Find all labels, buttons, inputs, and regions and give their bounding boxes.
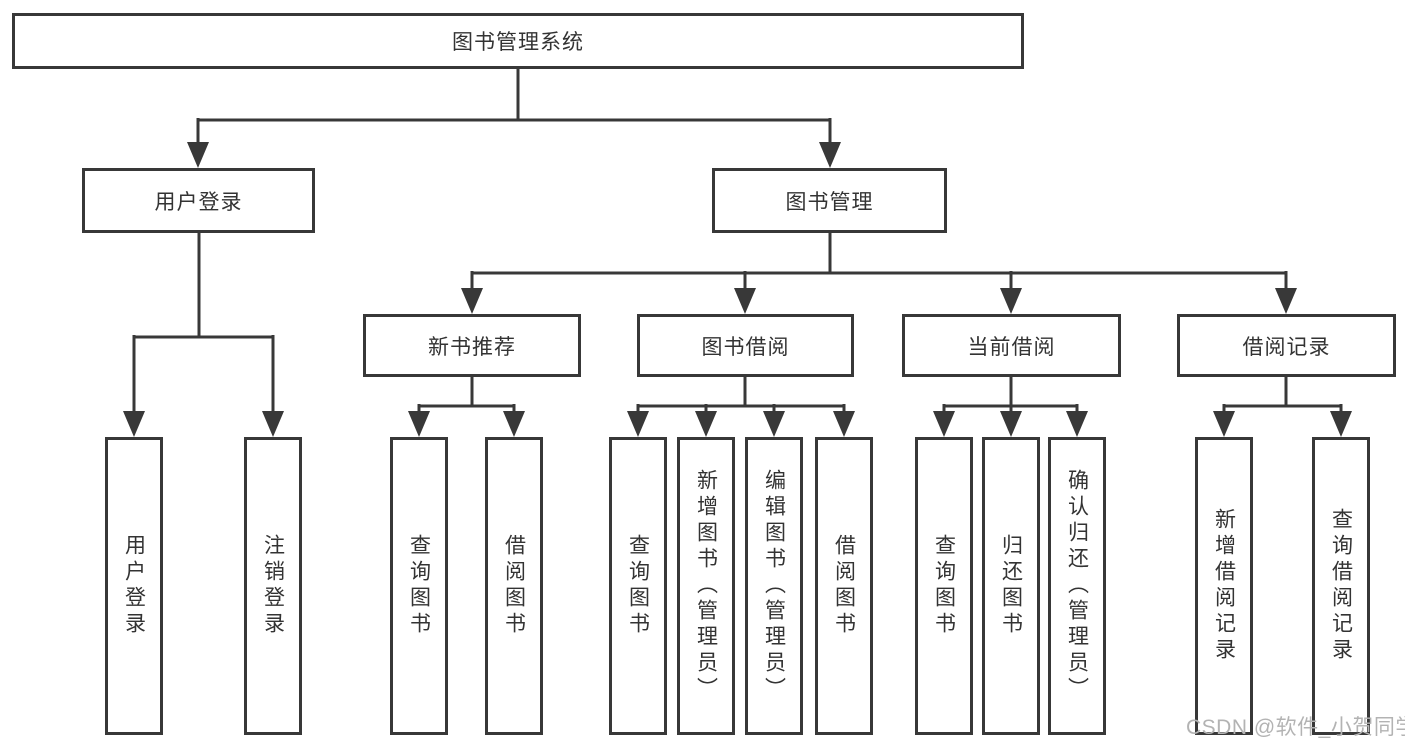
recommend-connector-arrowheads bbox=[408, 411, 525, 437]
root-connector-line bbox=[196, 69, 832, 146]
leaf-borrow-query-book: 查询图书 bbox=[609, 437, 667, 735]
node-current-borrow: 当前借阅 bbox=[902, 314, 1121, 377]
leaf-borrow-book: 借阅图书 bbox=[815, 437, 873, 735]
root-connector-arrowheads bbox=[187, 142, 841, 168]
leaf-current-query-book-label: 查询图书 bbox=[932, 534, 956, 638]
leaf-user-login: 用户登录 bbox=[105, 437, 163, 735]
leaf-current-query-book: 查询图书 bbox=[915, 437, 973, 735]
leaf-borrow-book-label: 借阅图书 bbox=[832, 534, 856, 638]
leaf-edit-book-admin: 编辑图书（管理员） bbox=[745, 437, 803, 735]
mgmt-connector-arrowheads bbox=[461, 288, 1297, 314]
node-library-system: 图书管理系统 bbox=[12, 13, 1024, 69]
mgmt-connector bbox=[461, 233, 1297, 314]
borrow-connector-arrowheads bbox=[627, 411, 855, 437]
leaf-add-borrow-record-label: 新增借阅记录 bbox=[1212, 508, 1236, 664]
csdn-watermark: CSDN @软件_小贺同学 bbox=[1186, 716, 1405, 739]
root-connector bbox=[187, 69, 841, 168]
leaf-add-borrow-record: 新增借阅记录 bbox=[1195, 437, 1253, 735]
node-new-book-recommend: 新书推荐 bbox=[363, 314, 581, 377]
leaf-return-book: 归还图书 bbox=[982, 437, 1040, 735]
recommend-connector-line bbox=[417, 377, 516, 414]
leaf-add-book-admin-label: 新增图书（管理员） bbox=[694, 469, 718, 703]
login-connector-line bbox=[132, 233, 275, 413]
leaf-confirm-return-admin: 确认归还（管理员） bbox=[1048, 437, 1106, 735]
current-connector-line bbox=[942, 377, 1079, 414]
mgmt-connector-line bbox=[470, 233, 1288, 292]
recommend-connector bbox=[408, 377, 525, 437]
node-book-management: 图书管理 bbox=[712, 168, 947, 233]
leaf-recommend-query-book-label: 查询图书 bbox=[407, 534, 431, 638]
leaf-recommend-query-book: 查询图书 bbox=[390, 437, 448, 735]
login-connector bbox=[123, 233, 284, 437]
leaf-borrow-query-book-label: 查询图书 bbox=[626, 534, 650, 638]
borrow-connector bbox=[627, 377, 855, 437]
borrow-connector-line bbox=[636, 377, 846, 414]
leaf-edit-book-admin-label: 编辑图书（管理员） bbox=[762, 469, 786, 703]
leaf-query-borrow-record-label: 查询借阅记录 bbox=[1329, 508, 1353, 664]
records-connector-line bbox=[1222, 377, 1343, 414]
leaf-add-book-admin: 新增图书（管理员） bbox=[677, 437, 735, 735]
leaf-logout-label: 注销登录 bbox=[261, 534, 285, 638]
leaf-recommend-borrow-book: 借阅图书 bbox=[485, 437, 543, 735]
current-connector-arrowheads bbox=[933, 411, 1088, 437]
leaf-query-borrow-record: 查询借阅记录 bbox=[1312, 437, 1370, 735]
node-book-borrow: 图书借阅 bbox=[637, 314, 854, 377]
leaf-recommend-borrow-book-label: 借阅图书 bbox=[502, 534, 526, 638]
leaf-return-book-label: 归还图书 bbox=[999, 534, 1023, 638]
leaf-logout: 注销登录 bbox=[244, 437, 302, 735]
records-connector bbox=[1213, 377, 1352, 437]
node-user-login: 用户登录 bbox=[82, 168, 315, 233]
login-connector-arrowheads bbox=[123, 411, 284, 437]
leaf-confirm-return-admin-label: 确认归还（管理员） bbox=[1065, 469, 1089, 703]
node-borrow-records: 借阅记录 bbox=[1177, 314, 1396, 377]
leaf-user-login-label: 用户登录 bbox=[122, 534, 146, 638]
current-connector bbox=[933, 377, 1088, 437]
records-connector-arrowheads bbox=[1213, 411, 1352, 437]
